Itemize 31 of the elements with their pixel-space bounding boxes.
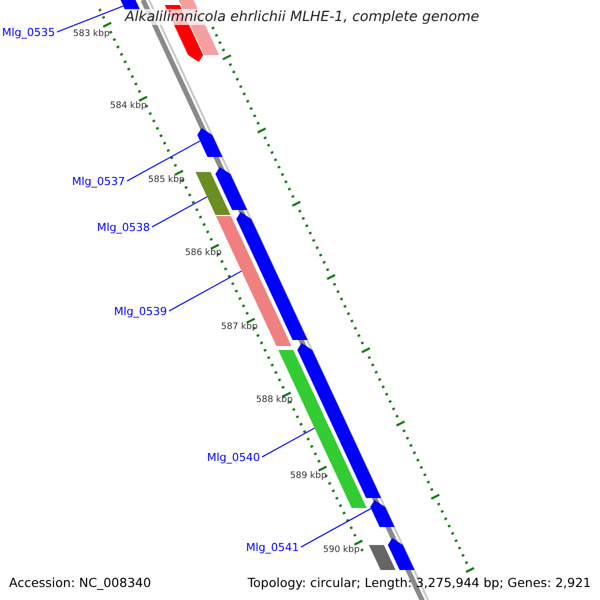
gene-label: Mlg_0539 (114, 304, 168, 318)
gene-label: Mlg_0541 (246, 540, 300, 554)
gene-block (236, 212, 308, 340)
leader-line (126, 140, 200, 182)
leader-line (300, 508, 372, 548)
scale-label: 588 kbp (256, 395, 293, 405)
scale-label: 586 kbp (185, 248, 222, 258)
scale-label: 583 kbp (73, 29, 110, 39)
gene-block (370, 500, 395, 527)
scale-label: 587 kbp (221, 322, 258, 332)
gene-label: Mlg_0540 (207, 450, 260, 464)
gene-label: Mlg_0537 (72, 174, 126, 188)
leader-line (262, 428, 316, 458)
gene-block (215, 167, 248, 210)
title: Alkalilimnicola ehrlichii MLHE-1, complete genome (125, 9, 480, 25)
scale-label: 584 kbp (110, 101, 147, 111)
leader-line (168, 270, 242, 312)
scale-label: 589 kbp (290, 471, 327, 481)
gene-block (388, 538, 415, 570)
scale-label: 590 kbp (323, 545, 360, 555)
gene-block (197, 128, 222, 157)
leader-line (152, 196, 208, 228)
scale-label: 585 kbp (148, 175, 185, 185)
gene-block (368, 545, 396, 570)
footer-text: Accession: NC_008340 (9, 575, 152, 590)
gene-block (278, 350, 367, 508)
gene-label: Mlg_0538 (97, 220, 150, 234)
gene-label: Mlg_0535 (2, 26, 56, 38)
gene-block (196, 172, 230, 215)
footer-text: Topology: circular; Length: 3,275,944 bp; Genes: 2,921 (248, 575, 591, 590)
leader-line (56, 6, 124, 32)
